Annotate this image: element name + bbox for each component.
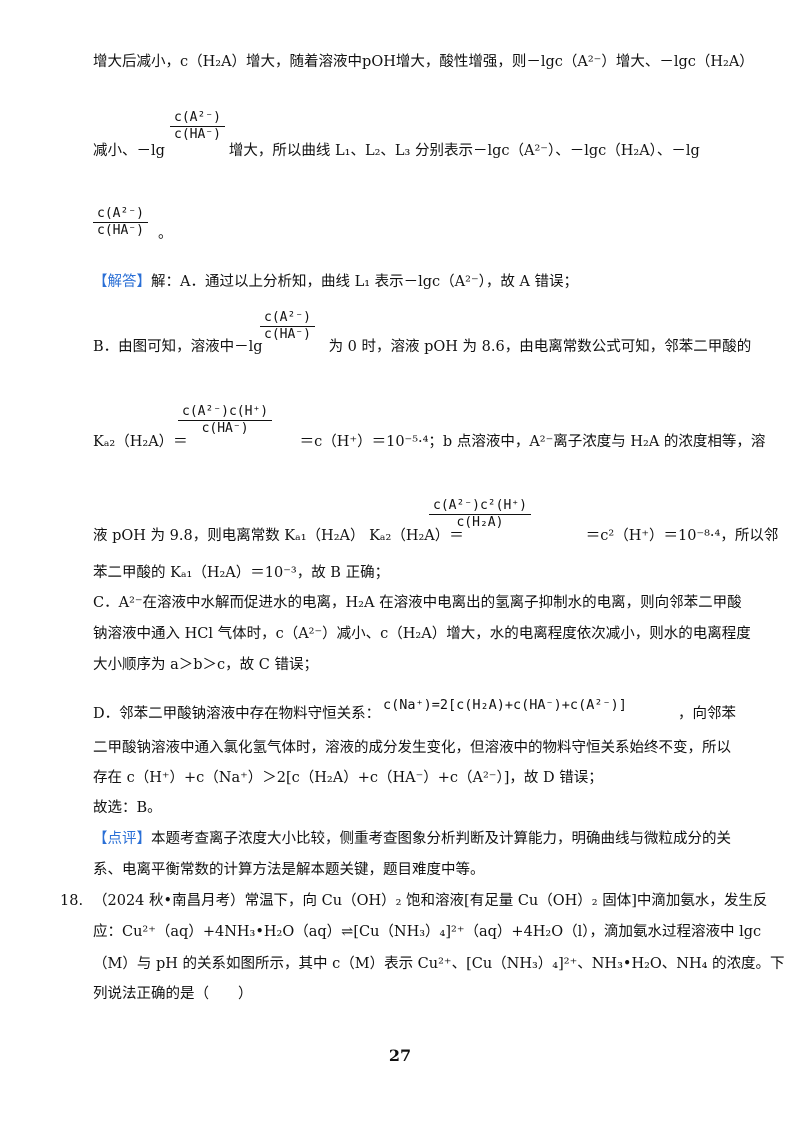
text-line: （M）与 pH 的关系如图所示，其中 c（M）表示 Cu²⁺、[Cu（NH₃）₄… [93, 956, 785, 972]
text-line: C．A²⁻在溶液中水解而促进水的电离，H₂A 在溶液中电离出的氢离子抑制水的电离… [93, 595, 742, 611]
text-line: 存在 c（H⁺）+c（Na⁺）＞2[c（H₂A）+c（HA⁻）+c（A²⁻）]，… [93, 770, 603, 786]
text-line: 钠溶液中通入 HCl 气体时，c（A²⁻）减小、c（H₂A）增大，水的电离程度依… [93, 626, 751, 642]
material-balance-formula: c(Na⁺)=2[c(H₂A)+c(HA⁻)+c(A²⁻)] [383, 697, 627, 713]
fraction: c(A²⁻) c(HA⁻) [170, 110, 225, 143]
fraction: c(A²⁻)c(H⁺) c(HA⁻) [178, 404, 273, 437]
text-line: 增大后减小，c（H₂A）增大，随着溶液中pOH增大，酸性增强，则－lgc（A²⁻… [93, 54, 754, 70]
text-segment: 本题考查离子浓度大小比较，侧重考查图象分析判断及计算能力，明确曲线与微粒成分的关 [151, 831, 731, 847]
text-segment: ＝c（H⁺）＝10⁻⁵·⁴；b 点溶液中，A²⁻离子浓度与 H₂A 的浓度相等，… [299, 434, 766, 450]
page-number: 27 [388, 1046, 412, 1065]
text-line: 系、电离平衡常数的计算方法是解本题关键，题目难度中等。 [93, 862, 485, 878]
text-segment: 增大，所以曲线 L₁、L₂、L₃ 分别表示－lgc（A²⁻）、－lgc（H₂A）… [228, 143, 700, 159]
text-line: Kₐ₂（H₂A）＝ ＝c（H⁺）＝10⁻⁵·⁴；b 点溶液中，A²⁻离子浓度与 H… [93, 432, 765, 452]
answer-tag: 【解答】 [93, 274, 151, 290]
text-line: 苯二甲酸的 Kₐ₁（H₂A）＝10⁻³，故 B 正确； [93, 565, 390, 581]
text-segment: 液 pOH 为 9.8，则电离常数 Kₐ₁（H₂A） Kₐ₂（H₂A）＝ [93, 528, 464, 544]
text-segment: 解：A．通过以上分析知，曲线 L₁ 表示－lgc（A²⁻），故 A 错误； [151, 274, 579, 290]
fraction-numerator: c(A²⁻) [170, 110, 225, 127]
text-line: 应：Cu²⁺（aq）+4NH₃•H₂O（aq）⇌[Cu（NH₃）₄]²⁺（aq）… [93, 924, 762, 940]
fraction-denominator: c(HA⁻) [97, 223, 144, 238]
fraction-numerator: c(A²⁻) [260, 310, 315, 327]
fraction-numerator: c(A²⁻) [93, 206, 148, 223]
text-segment: D．邻苯二甲酸钠溶液中存在物料守恒关系： [93, 706, 381, 722]
fraction-numerator: c(A²⁻)c²(H⁺) [429, 498, 531, 515]
text-segment: 为 0 时，溶液 pOH 为 8.6，由电离常数公式可知，邻苯二甲酸的 [328, 339, 752, 355]
text-segment: B．由图可知，溶液中－lg [93, 339, 263, 355]
fraction-denominator: c(HA⁻) [264, 327, 311, 342]
fraction: c(A²⁻) c(HA⁻) [93, 206, 148, 239]
fraction: c(A²⁻)c²(H⁺) c(H₂A) [429, 498, 531, 531]
text-segment: ＝c²（H⁺）＝10⁻⁸·⁴，所以邻 [585, 528, 779, 544]
question-number: 18. [60, 893, 84, 909]
text-line: （2024 秋•南昌月考）常温下，向 Cu（OH）₂ 饱和溶液[有足量 Cu（O… [93, 893, 768, 909]
text-line: 减小、－lg 增大，所以曲线 L₁、L₂、L₃ 分别表示－lgc（A²⁻）、－lg… [93, 141, 700, 161]
text-line: 列说法正确的是（ ） [93, 986, 253, 1002]
text-segment: Kₐ₂（H₂A）＝ [93, 434, 188, 450]
text-line: 【点评】本题考查离子浓度大小比较，侧重考查图象分析判断及计算能力，明确曲线与微粒… [93, 829, 731, 849]
text-line: 大小顺序为 a＞b＞c，故 C 错误； [93, 657, 318, 673]
text-line: B．由图可知，溶液中－lg 为 0 时，溶液 pOH 为 8.6，由电离常数公式可… [93, 337, 751, 357]
text-segment: 减小、－lg [93, 143, 165, 159]
text-segment: 。 [158, 226, 173, 242]
text-line: 故选：B。 [93, 800, 162, 816]
fraction: c(A²⁻) c(HA⁻) [260, 310, 315, 343]
text-line: 液 pOH 为 9.8，则电离常数 Kₐ₁（H₂A） Kₐ₂（H₂A）＝ ＝c²（… [93, 526, 778, 546]
fraction-denominator: c(H₂A) [456, 515, 504, 530]
text-line: 二甲酸钠溶液中通入氯化氢气体时，溶液的成分发生变化，但溶液中的物料守恒关系始终不… [93, 740, 731, 756]
fraction-denominator: c(HA⁻) [201, 421, 249, 436]
fraction-denominator: c(HA⁻) [174, 127, 221, 142]
text-segment: ，向邻苯 [678, 706, 736, 722]
fraction-numerator: c(A²⁻)c(H⁺) [178, 404, 273, 421]
text-line: 【解答】解：A．通过以上分析知，曲线 L₁ 表示－lgc（A²⁻），故 A 错误… [93, 272, 578, 292]
review-tag: 【点评】 [93, 831, 151, 847]
